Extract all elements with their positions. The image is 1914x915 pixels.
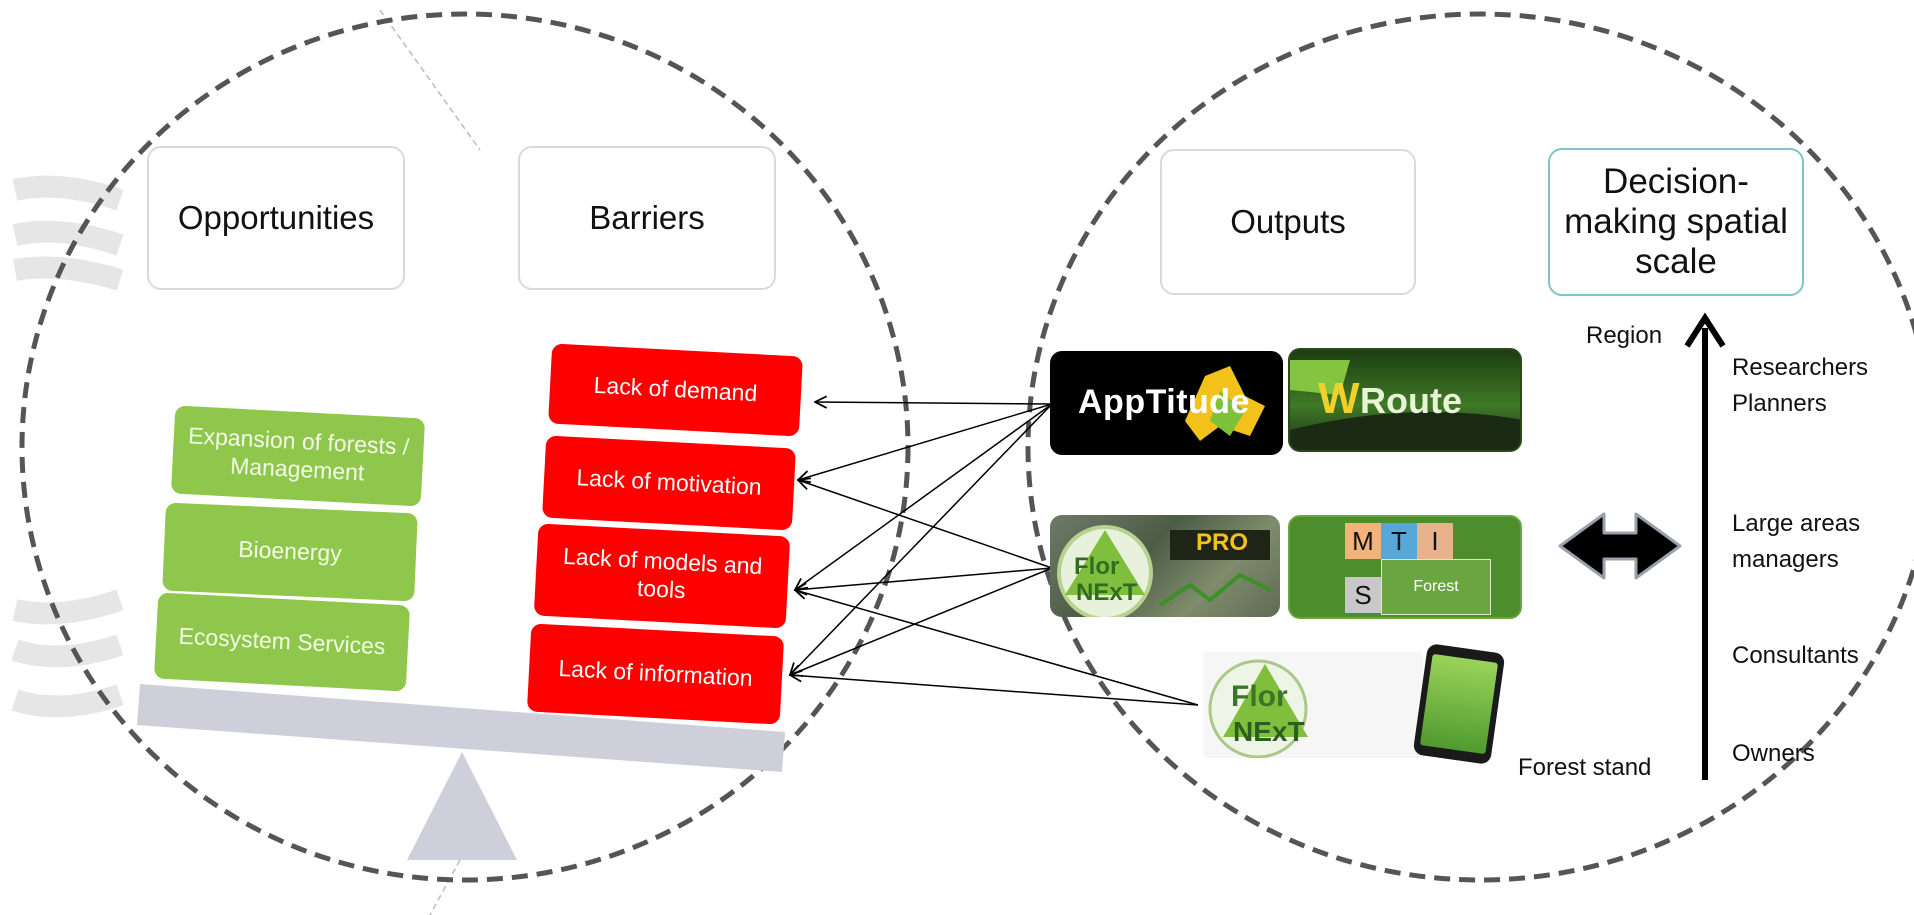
- mti-s-letter: S: [1354, 579, 1372, 610]
- barrier-block: Lack of information: [526, 623, 785, 725]
- apptitude-text: AppTitude: [1078, 383, 1250, 421]
- scale-header-label: Decision-making spatial scale: [1564, 161, 1788, 282]
- outputs-header-label: Outputs: [1230, 203, 1346, 241]
- pro-badge: PRO: [1196, 529, 1249, 556]
- actor-managers: managers: [1732, 546, 1839, 573]
- opportunity-block: Bioenergy: [162, 502, 418, 602]
- mti-forest-logo: M T I S Forest: [1288, 515, 1522, 619]
- seesaw-beam: [137, 684, 785, 772]
- flornext-logo: Flor NExT: [1203, 652, 1423, 758]
- smartphone-icon: [1412, 643, 1506, 765]
- actor-planners: Planners: [1732, 390, 1827, 417]
- seesaw-fulcrum: [407, 752, 517, 860]
- apptitude-graphic: [1185, 366, 1265, 441]
- barrier-label: Lack of models and tools: [562, 543, 764, 604]
- scale-bottom-label: Forest stand: [1518, 754, 1652, 781]
- flornext-line2: NExT: [1233, 716, 1305, 747]
- opportunity-label: Bioenergy: [237, 535, 343, 567]
- opportunity-label: Expansion of forests / Management: [187, 422, 410, 486]
- opportunity-block: Expansion of forests / Management: [170, 405, 426, 507]
- connection-arrows: [790, 402, 1199, 706]
- apptitude-logo: AppTitude: [1050, 351, 1283, 455]
- actor-consultants: Consultants: [1732, 642, 1859, 669]
- double-arrow-icon: [1558, 512, 1682, 580]
- flornext-pro-line2: NExT: [1076, 579, 1138, 606]
- wroute-w: W: [1318, 374, 1360, 423]
- actor-researchers: Researchers: [1732, 354, 1869, 381]
- outputs-header: Outputs: [1160, 149, 1416, 295]
- mti-m-letter: M: [1352, 525, 1374, 556]
- actor-label: Large areas managers: [1732, 506, 1860, 578]
- barriers-header: Barriers: [518, 146, 776, 290]
- actor-owners: Owners: [1732, 740, 1815, 767]
- wroute-text: Route: [1360, 380, 1462, 421]
- barriers-header-label: Barriers: [589, 199, 705, 237]
- wroute-graphic: [1290, 360, 1520, 450]
- faint-line-bottom: [429, 859, 461, 915]
- right-dashed-circle: [1025, 11, 1914, 883]
- barrier-block: Lack of motivation: [542, 435, 796, 531]
- mti-forest-text: Forest: [1413, 578, 1459, 595]
- flornext-pro-graphic: [1057, 525, 1271, 617]
- barrier-label: Lack of demand: [593, 371, 758, 407]
- faint-line-top: [379, 9, 481, 151]
- actor-label: Researchers Planners: [1732, 350, 1868, 422]
- scale-header: Decision-making spatial scale: [1548, 148, 1804, 296]
- barrier-block: Lack of models and tools: [533, 523, 791, 629]
- opportunities-header-label: Opportunities: [177, 199, 375, 237]
- mti-forest-panel: Forest: [1381, 559, 1491, 615]
- mti-block-m: M: [1345, 523, 1381, 559]
- flornext-line1: Flor: [1231, 680, 1288, 713]
- scale-arrowhead: [1684, 312, 1726, 348]
- flornext-pro-logo: PRO Flor NExT: [1050, 515, 1280, 617]
- mti-i-letter: I: [1431, 525, 1439, 556]
- barrier-label: Lack of information: [557, 655, 754, 692]
- opportunities-header: Opportunities: [147, 146, 405, 290]
- opportunity-block: Ecosystem Services: [153, 592, 411, 692]
- mti-block-t: T: [1381, 523, 1417, 559]
- wroute-logo: W Route: [1288, 348, 1522, 452]
- mti-t-letter: T: [1391, 525, 1407, 556]
- scale-top-label: Region: [1586, 322, 1663, 349]
- flornext-graphic: [1208, 659, 1308, 758]
- mti-block-i: I: [1417, 523, 1453, 559]
- smartphone-screen: [1419, 653, 1499, 755]
- mti-block-s: S: [1345, 577, 1381, 613]
- actor-large-areas: Large areas: [1732, 510, 1861, 537]
- opportunity-label: Ecosystem Services: [177, 622, 387, 660]
- background-arcs: [11, 175, 124, 718]
- barrier-label: Lack of motivation: [575, 464, 763, 501]
- barrier-block: Lack of demand: [548, 343, 803, 437]
- flornext-pro-line1: Flor: [1074, 553, 1120, 580]
